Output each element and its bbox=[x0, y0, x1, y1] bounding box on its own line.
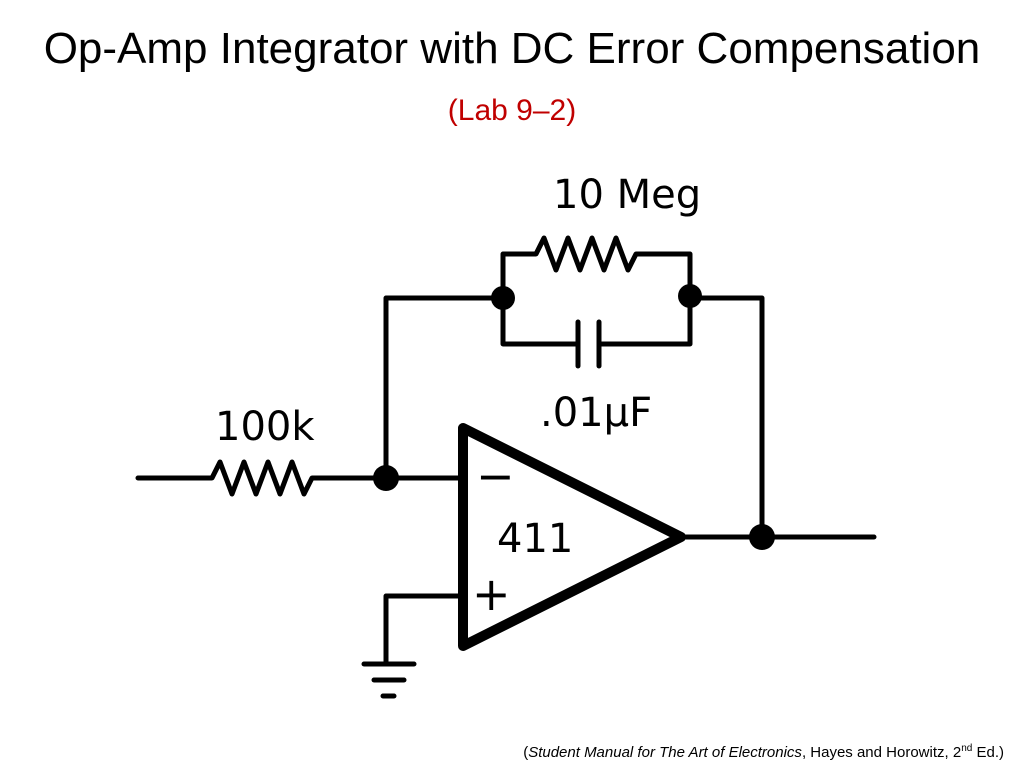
feedback-resistor-label: 10 Meg bbox=[553, 172, 701, 218]
junction-dot-feedback-right bbox=[678, 284, 702, 308]
citation: (Student Manual for The Art of Electroni… bbox=[523, 743, 1004, 761]
slide-subtitle: (Lab 9–2) bbox=[447, 94, 577, 127]
ground-symbol bbox=[361, 661, 417, 699]
input-wire bbox=[135, 459, 389, 497]
opamp-symbol bbox=[458, 423, 686, 651]
feedback-capacitor-label: .01µF bbox=[540, 390, 652, 436]
junction-dot-summing bbox=[373, 465, 399, 491]
noninverting-input-sign: + bbox=[472, 567, 511, 621]
feedback-left-wire bbox=[383, 295, 506, 481]
noninverting-input-wire bbox=[383, 593, 465, 667]
slide-title: Op-Amp Integrator with DC Error Compensa… bbox=[43, 24, 981, 73]
feedback-resistor bbox=[500, 235, 693, 301]
citation-edition: Ed.) bbox=[972, 744, 1004, 761]
citation-open-paren: ( bbox=[523, 744, 529, 761]
citation-ordinal-suffix: nd bbox=[961, 743, 973, 754]
junction-dot-feedback-left bbox=[491, 286, 515, 310]
citation-authors: , Hayes and Horowitz, 2 bbox=[801, 744, 962, 761]
citation-book-title: Student Manual for The Art of Electronic… bbox=[528, 744, 802, 761]
opamp-label: 411 bbox=[497, 516, 573, 562]
feedback-capacitor-wires bbox=[500, 295, 693, 347]
feedback-right-wire bbox=[687, 295, 765, 540]
junction-dot-output bbox=[749, 524, 775, 550]
input-resistor-label: 100k bbox=[215, 404, 315, 450]
inverting-input-sign: − bbox=[476, 449, 515, 503]
